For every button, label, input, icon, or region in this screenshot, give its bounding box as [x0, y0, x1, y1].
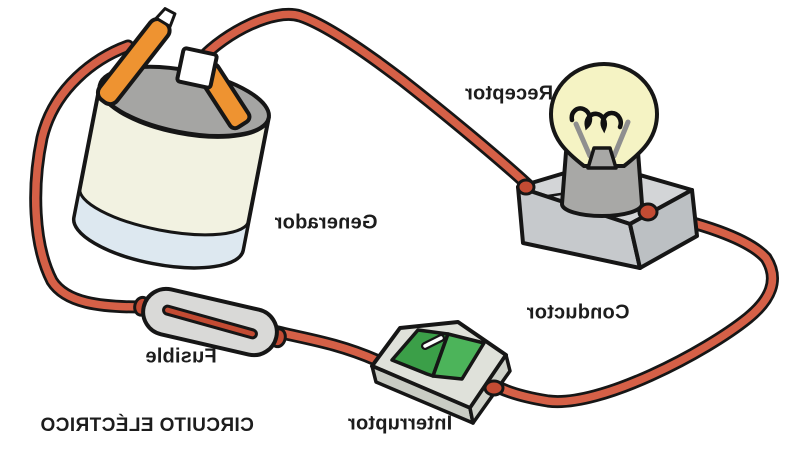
label-fusible: Fusible	[145, 345, 217, 368]
wire-battery-to-bulb	[193, 8, 539, 196]
fuse-element-wire	[165, 307, 255, 337]
battery-terminal-left	[95, 7, 177, 107]
label-receptor: Receptor	[464, 82, 554, 105]
switch-port	[483, 379, 505, 397]
wire-left-core	[31, 42, 145, 311]
wire-top-core	[196, 10, 536, 193]
switch-slit	[423, 336, 443, 348]
battery-clip	[175, 46, 219, 90]
switch-rocker-top	[431, 332, 486, 381]
bulb-stem	[586, 146, 618, 170]
diagram-title: CIRCUITO ELÉCTRICO	[40, 415, 254, 436]
clip-square	[175, 46, 219, 90]
wire-left-loop	[29, 39, 148, 314]
label-generador: Generador	[274, 211, 378, 234]
filament-support-left	[573, 121, 593, 159]
filament-support-right	[611, 119, 631, 159]
terminal-tip-cap	[154, 7, 177, 28]
fuse	[133, 286, 287, 358]
label-interruptor: Interruptor	[347, 412, 453, 435]
filament-coil	[569, 106, 623, 134]
switch	[370, 320, 512, 425]
label-conductor: Conductor	[526, 301, 630, 324]
battery-bottom-band	[72, 186, 251, 270]
wire-bulb-to-switch	[491, 205, 779, 409]
holder-port-left	[516, 178, 536, 196]
holder-port-right	[637, 202, 659, 222]
wire-right-core	[494, 208, 777, 406]
